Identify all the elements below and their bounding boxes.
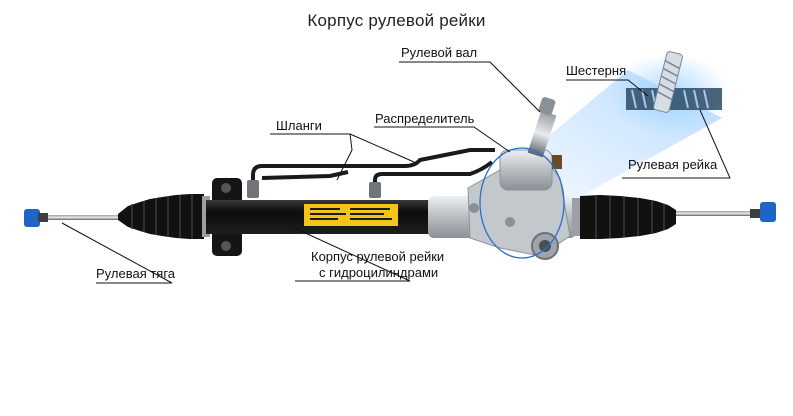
- left-tie-rod: [24, 209, 130, 227]
- leader-tie-rod: [61, 222, 173, 284]
- leader-lines: [61, 61, 731, 284]
- label-steering-shaft: Рулевой вал: [401, 45, 478, 60]
- label-steering-rack: Рулевая рейка: [628, 157, 718, 172]
- leader-hoses: [270, 133, 353, 181]
- housing-tube: [206, 200, 431, 234]
- hose-fittings: [247, 180, 381, 198]
- diagram-title: Корпус рулевой рейки: [307, 11, 486, 30]
- label-housing-line1: Корпус рулевой рейки: [311, 249, 445, 264]
- label-distributor: Распределитель: [375, 111, 475, 126]
- hydraulic-hoses: [251, 148, 495, 198]
- label-hoses: Шланги: [276, 118, 322, 133]
- valve-housing: [428, 149, 576, 260]
- left-boot: [118, 194, 210, 239]
- leader-hoses-2: [349, 133, 415, 163]
- left-tie-rod-end: [24, 209, 40, 227]
- steering-shaft: [527, 97, 562, 169]
- right-tie-rod-end: [760, 202, 776, 222]
- leader-steering-shaft: [399, 61, 541, 113]
- label-pinion: Шестерня: [566, 63, 627, 78]
- leader-housing: [289, 225, 411, 282]
- leader-rack: [622, 109, 731, 179]
- right-boot: [572, 195, 676, 239]
- label-housing-line2: с гидроцилиндрами: [319, 265, 439, 280]
- right-tie-rod: [676, 202, 776, 222]
- pinion-cutaway-inset: [610, 51, 730, 137]
- distributor-highlight-circle: [479, 147, 565, 259]
- leader-pinion: [566, 79, 649, 97]
- shaft-connector: [552, 155, 562, 169]
- leader-distributor: [374, 126, 511, 153]
- label-tie-rod: Рулевая тяга: [96, 266, 176, 281]
- label-housing: Корпус рулевой рейки с гидроцилиндрами: [311, 249, 444, 281]
